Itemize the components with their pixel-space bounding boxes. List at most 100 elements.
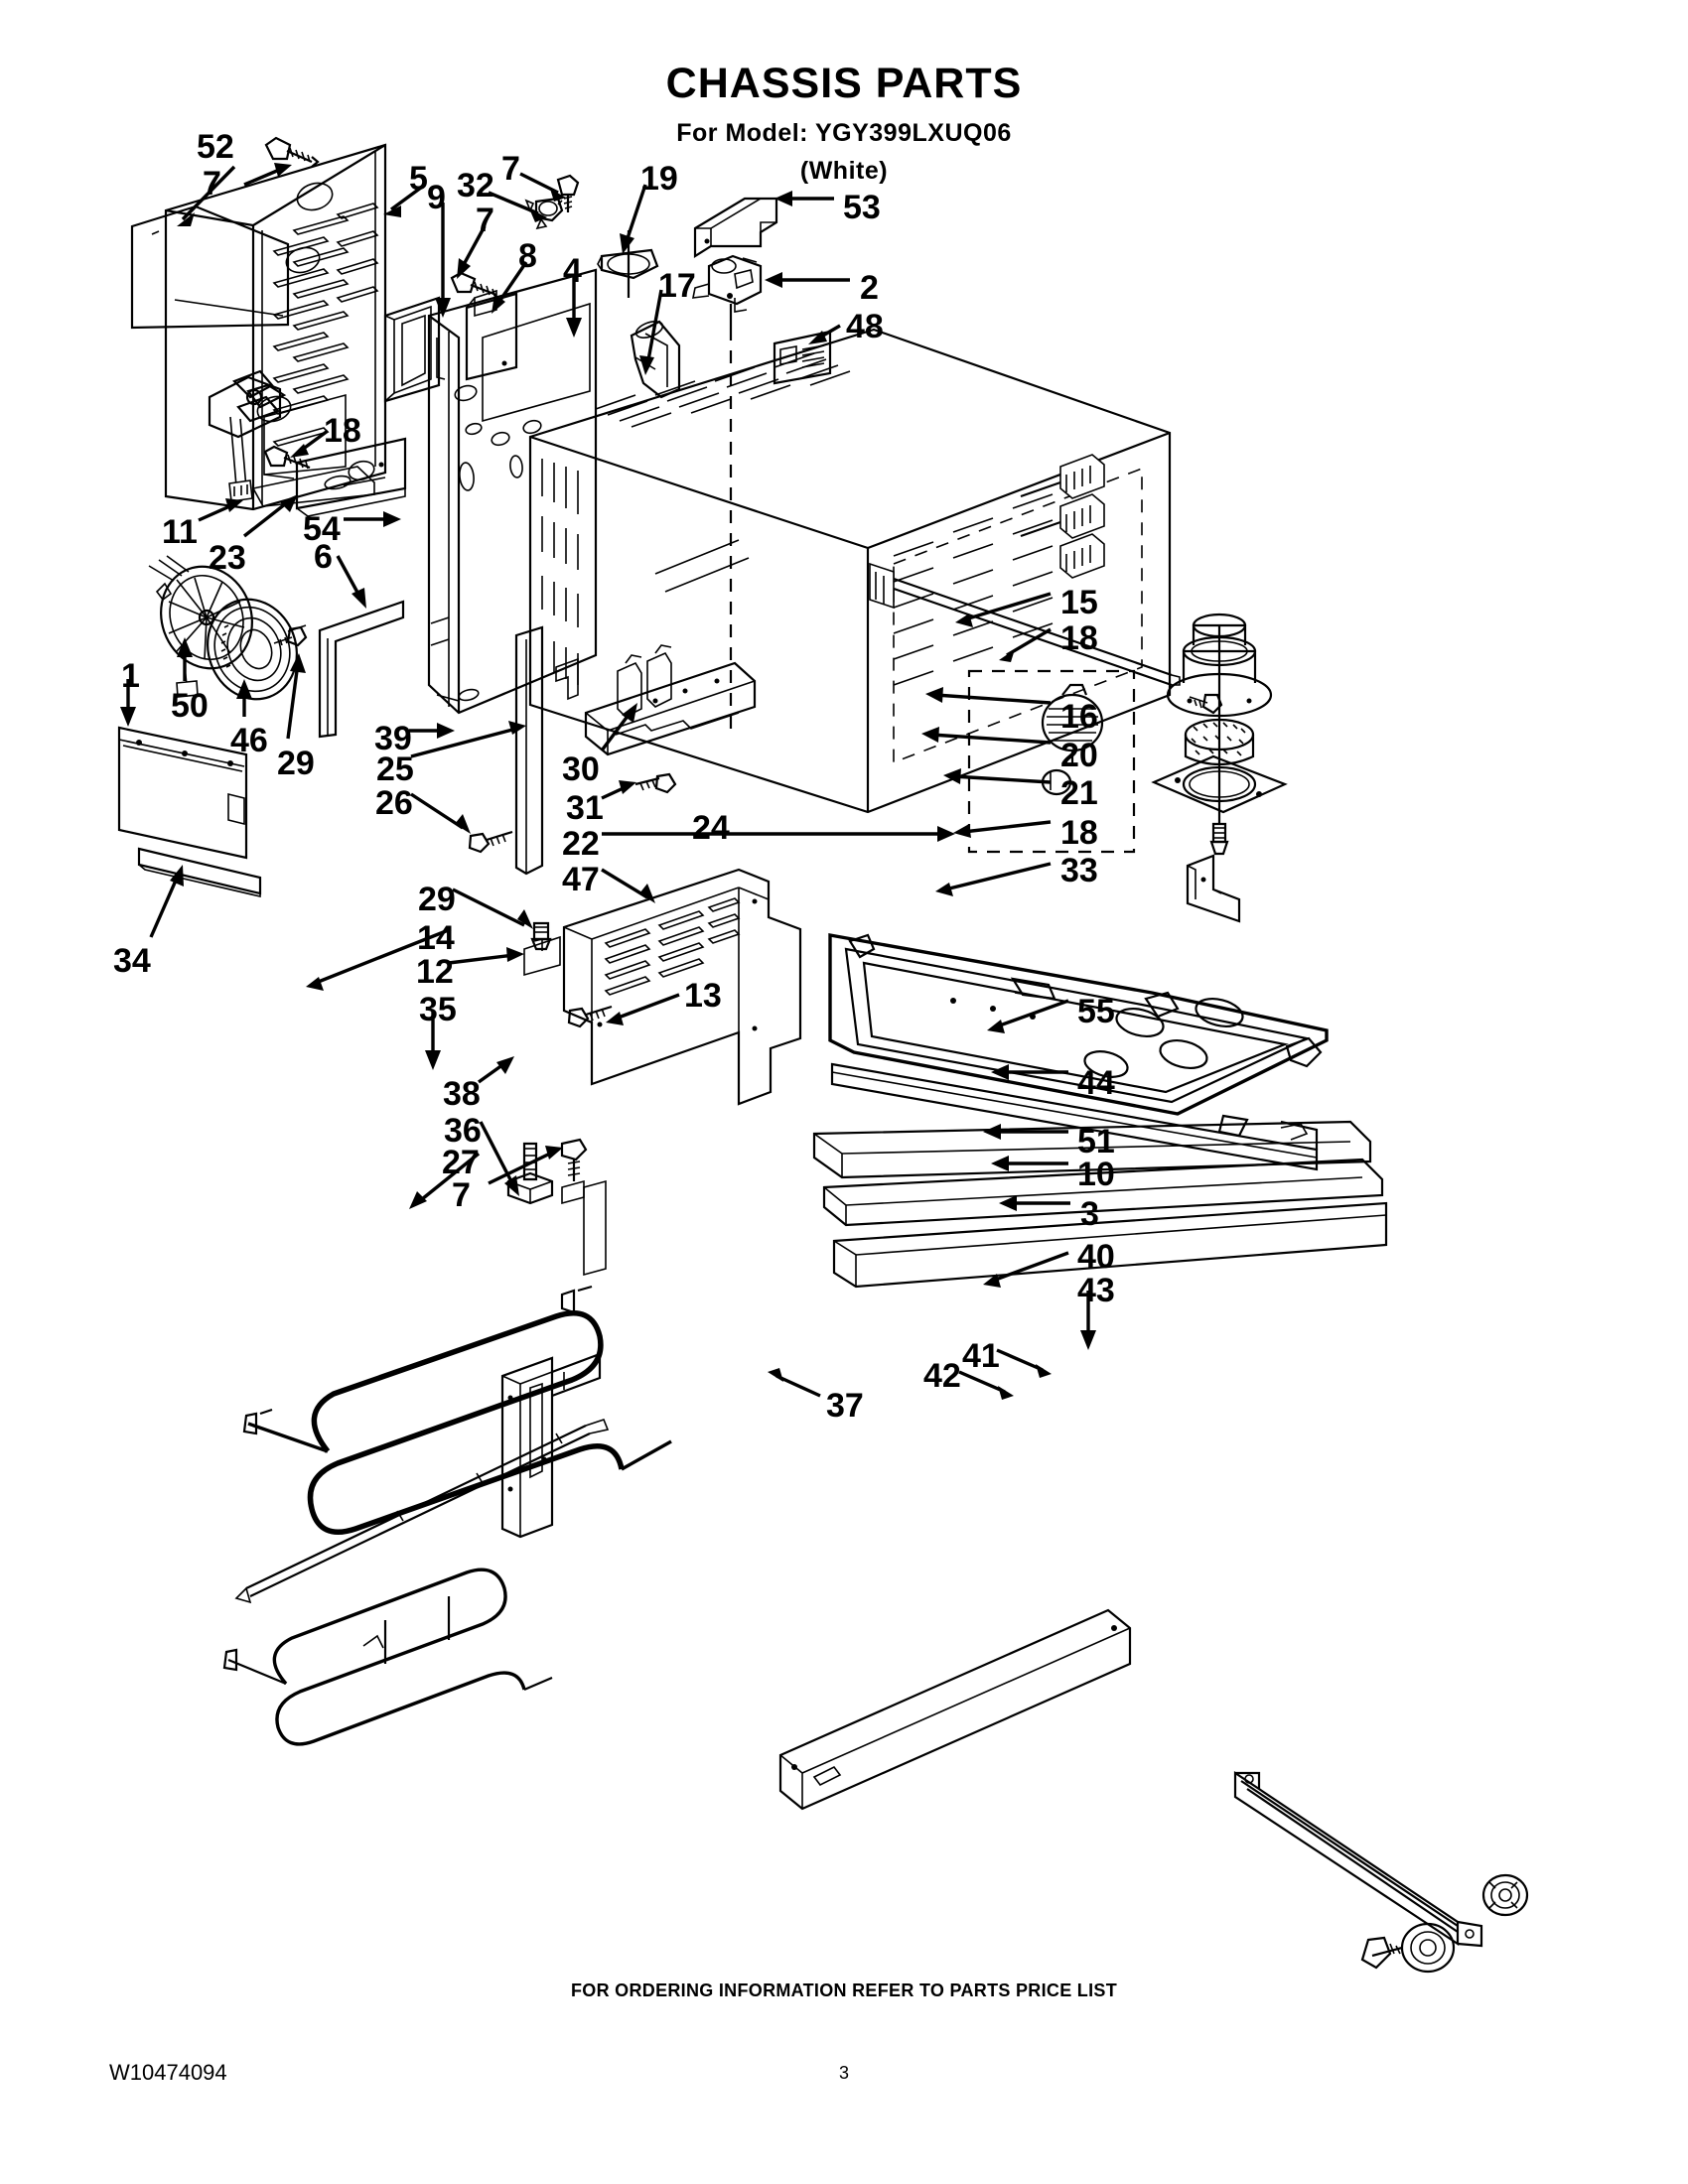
callout-number: 31 [566, 789, 604, 827]
callout-number: 15 [1060, 584, 1098, 621]
callout-number: 46 [230, 722, 268, 759]
callout-number: 52 [197, 128, 234, 166]
callout-number: 37 [826, 1387, 864, 1425]
callout-number: 41 [962, 1337, 1000, 1375]
part-screw-bracket-8 [452, 273, 496, 296]
callout-number: 14 [417, 919, 455, 957]
callout-number: 44 [1077, 1064, 1115, 1102]
callout-number: 19 [640, 160, 678, 198]
callout-number: 38 [443, 1075, 481, 1113]
callout-number: 29 [418, 881, 456, 918]
part-blower-housing [194, 587, 311, 712]
callout-number: 7 [476, 202, 494, 239]
part-screw-cover-plate [265, 447, 310, 469]
callout-number: 25 [376, 751, 414, 788]
part-bottom-support-rail-39 [556, 659, 755, 754]
callout-number: 9 [427, 179, 446, 216]
part-screw-31 [635, 774, 675, 792]
callout-number: 34 [113, 942, 151, 980]
callout-number: 35 [419, 991, 457, 1028]
part-mounting-bracket-8 [467, 291, 516, 379]
callout-number: 10 [1077, 1156, 1115, 1193]
part-top-bracket-53 [695, 199, 776, 256]
document-number: W10474094 [109, 2060, 227, 2085]
part-roller-wheel-43 [1483, 1875, 1527, 1915]
callout-number: 24 [692, 809, 730, 847]
part-inner-door-glass-pack [385, 298, 439, 401]
part-toe-panel-trim [139, 849, 260, 896]
part-vertical-trim-25 [516, 627, 542, 874]
part-support-rod-15 [870, 564, 1180, 685]
part-rear-panel [166, 145, 385, 509]
part-lower-back-panel [119, 728, 246, 858]
callout-number: 22 [562, 825, 600, 863]
part-terminal-block-cluster [1021, 455, 1104, 578]
part-burner-orifice-16 [1168, 614, 1271, 716]
part-lower-front-frame-47 [524, 870, 800, 1104]
part-front-frame-panel [429, 270, 596, 713]
part-broil-element-27 [224, 1570, 552, 1744]
callout-number: 27 [442, 1144, 480, 1181]
part-drawer-slide-40 [1235, 1773, 1481, 1946]
part-screw-7-lower [562, 1140, 606, 1275]
callout-number: 17 [658, 267, 696, 305]
part-burner-plate-21 [1154, 625, 1285, 824]
callout-number: 21 [1060, 774, 1098, 812]
part-cooktop-support-44 [832, 1064, 1317, 1169]
callout-number: 29 [277, 745, 315, 782]
part-flange-gasket-19 [598, 230, 657, 298]
callout-number: 50 [171, 687, 209, 725]
part-blower-motor-assembly [210, 371, 284, 501]
callout-number: 36 [444, 1112, 482, 1150]
part-bake-element-14 [244, 1287, 671, 1532]
part-bottom-cross-brace-37 [780, 1610, 1130, 1809]
color-subtitle: (White) [799, 157, 889, 185]
callout-number: 42 [923, 1357, 961, 1395]
callout-number: 4 [563, 252, 582, 290]
callout-number: 43 [1077, 1272, 1115, 1309]
callout-number: 18 [1060, 814, 1098, 852]
part-oven-side-bracket-38 [502, 1354, 600, 1537]
callout-number: 18 [324, 412, 361, 450]
leader-lines [120, 163, 1096, 1400]
part-screw-18-lower [1211, 824, 1227, 854]
callout-number: 2 [860, 269, 879, 307]
callout-number: 30 [562, 751, 600, 788]
callout-number: 8 [518, 237, 537, 275]
callout-number: 7 [452, 1176, 471, 1214]
part-angle-bracket-33 [1188, 856, 1239, 921]
callout-number: 40 [1077, 1238, 1115, 1276]
part-vent-elbow-17 [632, 319, 679, 397]
callout-number: 47 [562, 861, 600, 898]
part-screw-18-right [1190, 695, 1221, 713]
callout-number: 3 [1080, 1195, 1099, 1233]
callout-number: 18 [1060, 619, 1098, 657]
part-axle-pin-42 [1362, 1938, 1402, 1968]
callout-number: 53 [843, 189, 881, 226]
ordering-note: FOR ORDERING INFORMATION REFER TO PARTS … [570, 1980, 1117, 2000]
callout-number: 32 [457, 167, 494, 205]
part-side-trim-rail [320, 602, 403, 737]
callout-number: 51 [1077, 1123, 1115, 1160]
callout-number: 11 [162, 513, 198, 551]
part-rear-access-cover [132, 206, 288, 328]
part-screw-26 [470, 832, 512, 852]
callout-number: 7 [501, 150, 520, 188]
page-number: 3 [838, 2063, 849, 2083]
part-gas-valve-2 [693, 256, 761, 328]
callout-number: 54 [303, 510, 341, 548]
callout-number: 5 [409, 160, 428, 198]
part-screw-29-frame [532, 923, 550, 949]
part-leveling-leg-36 [508, 1144, 552, 1203]
part-rating-label-48 [774, 332, 830, 383]
part-burner-cap-20 [1186, 720, 1253, 764]
callout-number: 48 [846, 308, 884, 345]
part-screw-13 [569, 1007, 612, 1026]
callout-number: 7 [203, 165, 221, 203]
callout-number: 12 [416, 953, 454, 991]
callout-number: 20 [1060, 737, 1098, 774]
part-sensor-clip-32 [526, 199, 562, 228]
callout-number: 1 [121, 657, 140, 695]
